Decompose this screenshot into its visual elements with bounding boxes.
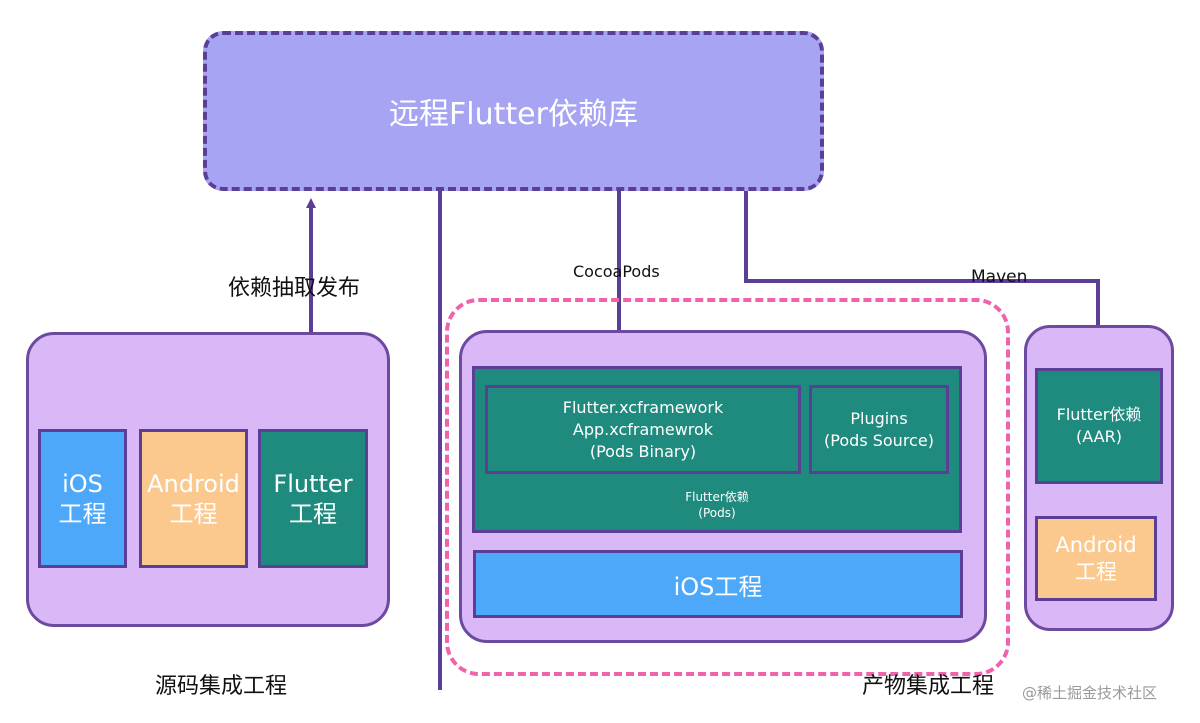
flutter-pods-line2: (Pods) (698, 506, 736, 520)
source-android-line1: Android (147, 469, 240, 498)
android-project-line1: Android (1055, 532, 1137, 557)
source-ios-line2: 工程 (58, 499, 107, 528)
maven-arrow (744, 191, 1103, 361)
product-integration-dashed-frame (445, 298, 1010, 676)
extract-publish-label: 依赖抽取发布 (228, 276, 361, 301)
flutter-aar-line1: Flutter依赖 (1056, 405, 1142, 424)
flutter-pods-line1: Flutter依赖 (685, 490, 749, 504)
remote-repo-title: 远程Flutter依赖库 (389, 97, 638, 132)
source-android-line2: 工程 (169, 499, 218, 528)
source-flutter-line2: 工程 (289, 499, 337, 528)
android-project-line2: 工程 (1075, 559, 1117, 584)
source-flutter-line1: Flutter (273, 469, 353, 498)
source-ios-project: iOS 工程 (38, 429, 127, 568)
android-project-box: Android 工程 (1035, 516, 1157, 601)
product-ios-project: iOS工程 (473, 550, 963, 618)
source-flutter-project: Flutter 工程 (258, 429, 368, 568)
product-integration-caption: 产物集成工程 (862, 674, 995, 699)
pods-binary-line3: (Pods Binary) (589, 441, 697, 461)
maven-label: Maven (971, 267, 1028, 287)
pods-source-line2: (Pods Source) (824, 430, 934, 450)
pods-source-line1: Plugins (850, 408, 908, 428)
source-android-project: Android 工程 (139, 429, 248, 568)
remote-flutter-repo: 远程Flutter依赖库 (203, 31, 824, 191)
pods-binary-box: Flutter.xcframework App.xcframewrok (Pod… (485, 385, 801, 474)
flutter-pods-label: Flutter依赖 (Pods) (472, 484, 962, 526)
flutter-aar-box: Flutter依赖 (AAR) (1035, 368, 1163, 484)
pods-source-box: Plugins (Pods Source) (809, 385, 949, 474)
pods-binary-line1: Flutter.xcframework (562, 397, 724, 417)
flutter-aar-line2: (AAR) (1076, 427, 1122, 446)
cocoapods-label: CocoaPods (573, 262, 660, 281)
source-integration-caption: 源码集成工程 (155, 674, 288, 699)
pods-binary-line2: App.xcframewrok (572, 419, 714, 439)
source-ios-line1: iOS (62, 469, 103, 498)
product-ios-label: iOS工程 (673, 572, 763, 601)
watermark-text: @稀土掘金技术社区 (1022, 684, 1158, 702)
